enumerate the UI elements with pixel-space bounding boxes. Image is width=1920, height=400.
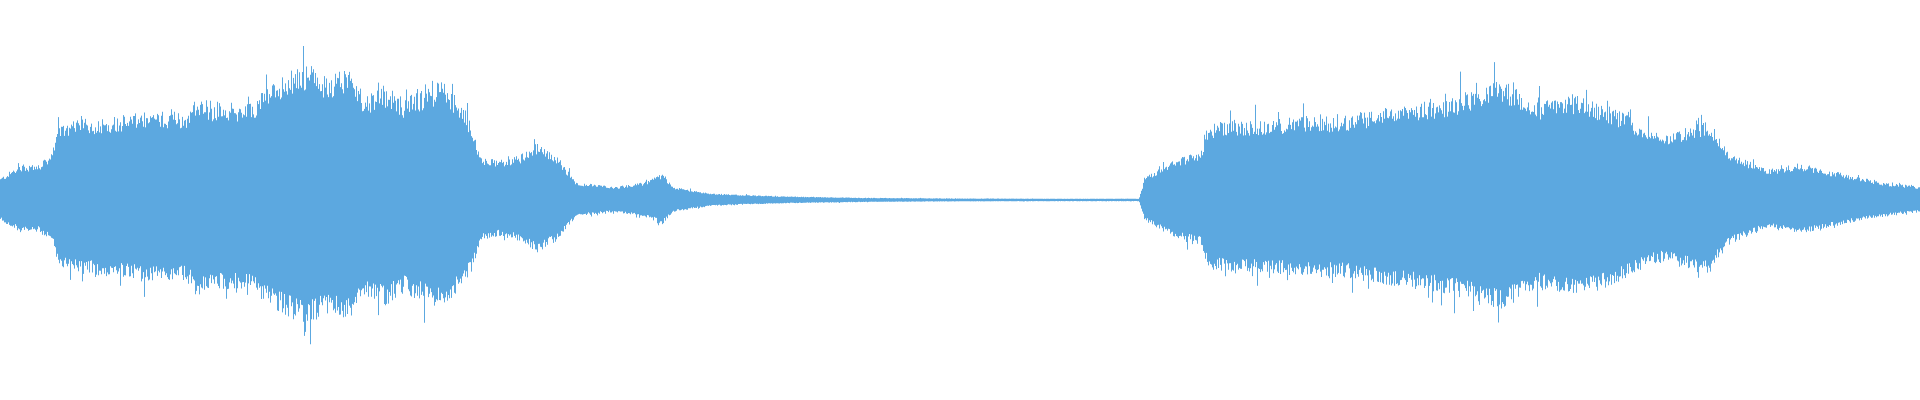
waveform-path [0,46,1920,345]
